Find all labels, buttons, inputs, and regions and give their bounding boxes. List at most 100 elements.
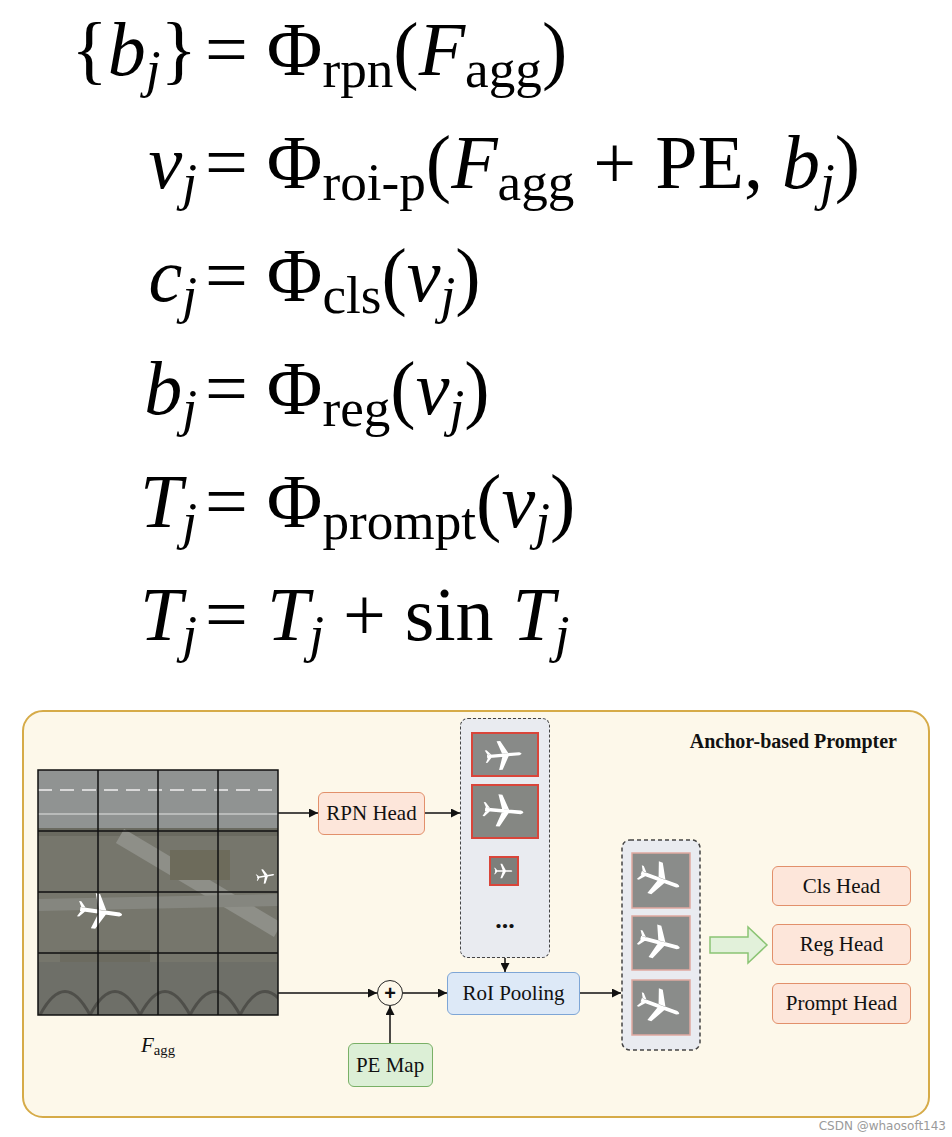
equation-term: j [555, 605, 570, 664]
figure-part [38, 770, 278, 1015]
equation-term: T [140, 459, 182, 543]
equation-term: j [441, 266, 456, 325]
figure-part [472, 733, 538, 776]
equation-term: c [148, 233, 182, 317]
equation-term: = Φ [205, 7, 322, 91]
equation-term: F [419, 7, 465, 91]
equation-term: j [309, 605, 324, 664]
equation-term: F [451, 120, 497, 204]
equation-term: ) [542, 7, 567, 91]
proposal-group: ... [460, 718, 550, 958]
equation-rhs: = Φroi-p(Fagg + PE, bj) [205, 117, 860, 207]
title-wrap: Anchor-based Prompter [690, 729, 897, 753]
equation-term: ) [455, 233, 480, 317]
cls-head-box: Cls Head [772, 866, 911, 906]
equation-term: j [182, 605, 197, 664]
hollow-arrow [710, 927, 767, 963]
box-label: Reg Head [800, 932, 883, 957]
equation-term: ) [550, 459, 575, 543]
equation-term: j [820, 153, 835, 212]
watermark-text: CSDN @whaosoft143 [819, 1119, 946, 1133]
equation-term: = Φ [205, 459, 322, 543]
figure-part [38, 952, 278, 954]
equation-rhs: = Φreg(vj) [205, 343, 489, 433]
prompter-panel: Anchor-based PrompterFagg RPN Head... + RoI… [22, 710, 930, 1118]
figure-part [38, 770, 278, 1015]
equation-term: roi-p [322, 153, 425, 212]
pe-map-box: PE Map [348, 1043, 433, 1087]
equation-rhs: = Φcls(vj) [205, 230, 481, 320]
watermark: CSDN @whaosoft143 [819, 1119, 946, 1134]
feature-name: F [141, 1033, 154, 1057]
equation-term: j [449, 379, 464, 438]
equation-term: T [140, 572, 182, 656]
flow-arrow [425, 812, 460, 814]
equation-term: ( [390, 346, 415, 430]
equation-lhs: Tj [0, 569, 197, 659]
equation-term: j [182, 492, 197, 551]
feature-label: Fagg [38, 1032, 278, 1058]
equation-lhs: cj [0, 230, 197, 320]
figure-part [472, 785, 538, 838]
equation-lhs: vj [0, 117, 197, 207]
equation-term: v [407, 233, 441, 317]
figure-part [60, 950, 150, 962]
panel-title: Anchor-based Prompter [690, 730, 897, 752]
rpn-head-box: RPN Head [318, 792, 425, 835]
equation-term: T [267, 572, 309, 656]
equation-term: { [71, 7, 107, 91]
equation-term: cls [322, 266, 381, 325]
add-circle: + [377, 980, 403, 1006]
figure-part [38, 891, 278, 893]
figure-part [634, 856, 685, 902]
equation-rhs: = Φprompt(vj) [205, 456, 575, 546]
ellipsis-wrap: ... [461, 908, 549, 932]
box-label: RoI Pooling [462, 981, 564, 1006]
prompt-head-box: Prompt Head [772, 983, 911, 1024]
feature-grid [38, 770, 278, 1015]
equation-lhs: bj [0, 343, 197, 433]
figure-part [490, 857, 518, 885]
equation-term: ( [476, 459, 501, 543]
equation-term: j [146, 40, 161, 99]
equation-lhs: Tj [0, 456, 197, 546]
panel-outline [23, 711, 929, 1117]
proposal-ground [460, 718, 550, 958]
flow-arrow [389, 1006, 391, 1043]
equation-term: T [513, 572, 555, 656]
box-label: RPN Head [326, 801, 416, 826]
figure-part [634, 983, 685, 1029]
equation-term: = [205, 572, 267, 656]
equation-term: v [148, 120, 182, 204]
equation-term: v [416, 346, 450, 430]
flow-arrow [403, 992, 447, 994]
equation-term: ( [382, 233, 407, 317]
box-label: Prompt Head [786, 991, 897, 1016]
aerial-image [38, 770, 278, 1015]
ellipsis: ... [495, 905, 515, 934]
equation-term: j [182, 379, 197, 438]
proposal-crops [472, 733, 538, 885]
figure-part [484, 739, 523, 771]
equation-term: = Φ [205, 233, 322, 317]
pool-arrow [580, 992, 621, 994]
figure-part [494, 864, 512, 878]
equation-rhs: = Tj + sin Tj [205, 569, 570, 659]
equation-term: j [182, 153, 197, 212]
flow-arrow [278, 992, 377, 994]
figure-part [632, 853, 690, 908]
figure-part [632, 980, 690, 1035]
reg-head-box: Reg Head [772, 924, 911, 965]
figure-part [632, 916, 690, 970]
box-label: Cls Head [803, 874, 881, 899]
equation-term: ) [464, 346, 489, 430]
figure-part [170, 850, 230, 880]
equation-term: v [501, 459, 535, 543]
equation-lhs: {bj} [0, 4, 197, 94]
roi-pooling-box: RoI Pooling [447, 972, 580, 1015]
equation-term: + sin [324, 572, 513, 656]
equation-term: b [782, 120, 820, 204]
box-label: PE Map [356, 1053, 424, 1078]
figure-part [634, 921, 684, 964]
